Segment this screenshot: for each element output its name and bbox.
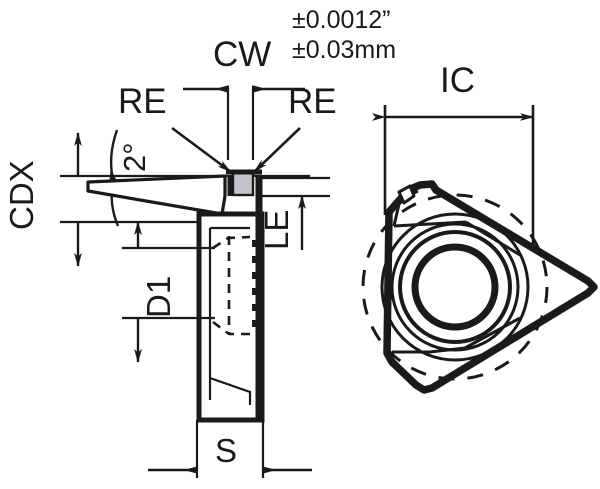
label-le: LE bbox=[258, 210, 295, 250]
angle-dim-arc-upper bbox=[109, 129, 119, 183]
re-right-leader bbox=[253, 127, 301, 173]
label-s: S bbox=[215, 432, 237, 469]
cutting-tip-insert bbox=[231, 171, 255, 197]
label-ic: IC bbox=[440, 61, 475, 100]
hidden-hole-bottom bbox=[212, 320, 250, 336]
hidden-hole-top bbox=[212, 235, 251, 250]
tolerance-metric: ±0.03mm bbox=[292, 36, 396, 64]
blade-upper-profile bbox=[86, 174, 227, 216]
label-cw: CW bbox=[213, 35, 271, 74]
re-left-leader bbox=[171, 126, 232, 174]
insert-plan-view: IC bbox=[361, 61, 598, 394]
hole-mid-circle bbox=[390, 222, 520, 352]
label-d1: D1 bbox=[140, 276, 177, 318]
hole-bore bbox=[411, 243, 499, 331]
seat-bottom-chamfer bbox=[209, 376, 252, 405]
label-re-left: RE bbox=[118, 82, 167, 121]
label-angle-2deg: 2° bbox=[117, 142, 152, 172]
hole-inner-ring bbox=[398, 230, 512, 344]
label-cdx: CDX bbox=[3, 160, 40, 230]
hole-outer-circle bbox=[380, 212, 530, 362]
serration-marks bbox=[252, 240, 261, 327]
side-profile-view: CDX 2° bbox=[3, 35, 337, 478]
label-re-right: RE bbox=[288, 82, 337, 121]
inscribed-circle-dashed bbox=[361, 193, 549, 381]
insert-notch-pocket bbox=[397, 184, 416, 205]
tolerance-inch: ±0.0012” bbox=[292, 6, 391, 34]
